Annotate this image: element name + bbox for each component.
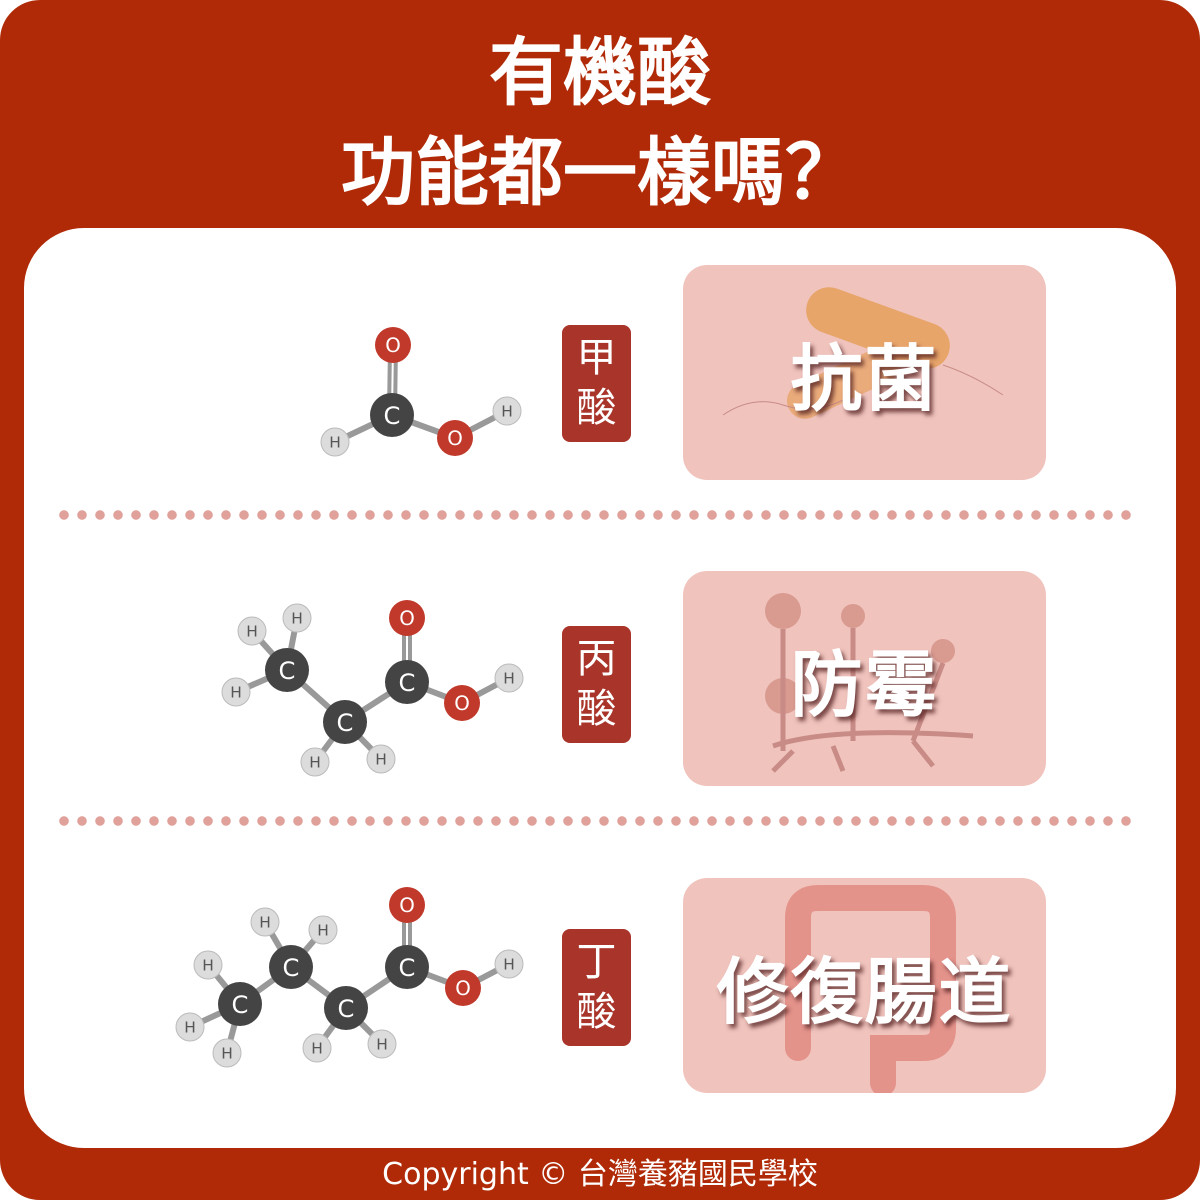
- atom-symbol: H: [317, 922, 329, 940]
- atom-symbol: H: [184, 1019, 196, 1037]
- function-panel-antibacterial: 抗菌: [683, 265, 1046, 480]
- atom-symbol: H: [329, 434, 341, 452]
- atom-H: [212, 1038, 242, 1068]
- atom-symbol: H: [311, 1040, 323, 1058]
- atom-symbol: O: [454, 692, 470, 715]
- atom-C: [324, 986, 368, 1030]
- acid-char: 甲: [576, 335, 617, 381]
- dotted-divider: [55, 816, 1135, 826]
- atom-symbol: O: [385, 334, 401, 357]
- atom-symbol: C: [279, 657, 296, 685]
- atom-symbol: H: [221, 1045, 233, 1063]
- mold-icon: [765, 593, 974, 773]
- atom-H: [320, 427, 350, 457]
- atom-C: [385, 945, 429, 989]
- atom-symbol: C: [283, 954, 300, 982]
- function-panel-gut-repair: 修復腸道: [683, 878, 1046, 1093]
- atom-H: [175, 1012, 205, 1042]
- function-text: 修復腸道: [716, 950, 1013, 1034]
- atom-H: [494, 663, 524, 693]
- intestine-icon: [785, 885, 956, 1093]
- function-text: 防霉: [790, 643, 939, 727]
- atom-symbol: H: [309, 754, 321, 772]
- atom-symbol: O: [447, 427, 463, 450]
- function-panel-antimold: 防霉: [683, 571, 1046, 786]
- atom-symbol: C: [384, 402, 401, 430]
- acid-label-formic: 甲酸: [562, 325, 631, 442]
- acid-char: 丁: [576, 939, 617, 985]
- title-line-2: 功能都一樣嗎？: [341, 130, 859, 216]
- atom-symbol: H: [230, 684, 242, 702]
- acid-char: 酸: [576, 989, 617, 1035]
- atom-C: [269, 945, 313, 989]
- atom-symbol: H: [291, 610, 303, 628]
- atom-symbol: O: [399, 607, 415, 630]
- atom-H: [492, 396, 522, 426]
- atom-C: [385, 660, 429, 704]
- atom-H: [366, 744, 396, 774]
- atom-C: [265, 648, 309, 692]
- atom-symbol: H: [501, 403, 513, 421]
- atom-symbol: H: [503, 956, 515, 974]
- atom-symbol: C: [399, 669, 416, 697]
- atom-H: [250, 907, 280, 937]
- atom-symbol: C: [399, 954, 416, 982]
- atom-symbol: O: [455, 977, 471, 1000]
- atom-C: [370, 393, 414, 437]
- title-line-1: 有機酸: [489, 30, 711, 116]
- atom-symbol: C: [337, 709, 354, 737]
- atom-C: [218, 982, 262, 1026]
- atom-symbol: O: [399, 894, 415, 917]
- atom-O: [437, 420, 473, 456]
- acid-label-butyric: 丁酸: [562, 929, 631, 1046]
- acid-char: 酸: [576, 686, 617, 732]
- atom-symbol: H: [375, 751, 387, 769]
- atom-H: [237, 616, 267, 646]
- atom-symbol: H: [259, 914, 271, 932]
- atom-O: [375, 327, 411, 363]
- acid-char: 丙: [576, 636, 617, 682]
- atom-H: [282, 603, 312, 633]
- atom-O: [389, 887, 425, 923]
- atom-H: [494, 949, 524, 979]
- acid-char: 酸: [576, 385, 617, 431]
- atom-C: [323, 700, 367, 744]
- function-text: 抗菌: [790, 337, 939, 421]
- atom-H: [193, 950, 223, 980]
- atom-H: [300, 747, 330, 777]
- atom-H: [308, 915, 338, 945]
- atom-O: [444, 685, 480, 721]
- atom-H: [367, 1029, 397, 1059]
- atom-H: [302, 1033, 332, 1063]
- atom-O: [389, 600, 425, 636]
- atom-symbol: H: [376, 1036, 388, 1054]
- atom-H: [221, 677, 251, 707]
- dotted-divider: [55, 510, 1135, 520]
- copyright-footer: Copyright © 台灣養豬國民學校: [382, 1157, 818, 1192]
- bacteria-icon: [722, 287, 1004, 419]
- atom-symbol: H: [246, 623, 258, 641]
- acid-label-propionic: 丙酸: [562, 626, 631, 743]
- atom-O: [445, 970, 481, 1006]
- atom-symbol: C: [232, 991, 249, 1019]
- atom-symbol: H: [202, 957, 214, 975]
- atom-symbol: H: [503, 670, 515, 688]
- atom-symbol: C: [338, 995, 355, 1023]
